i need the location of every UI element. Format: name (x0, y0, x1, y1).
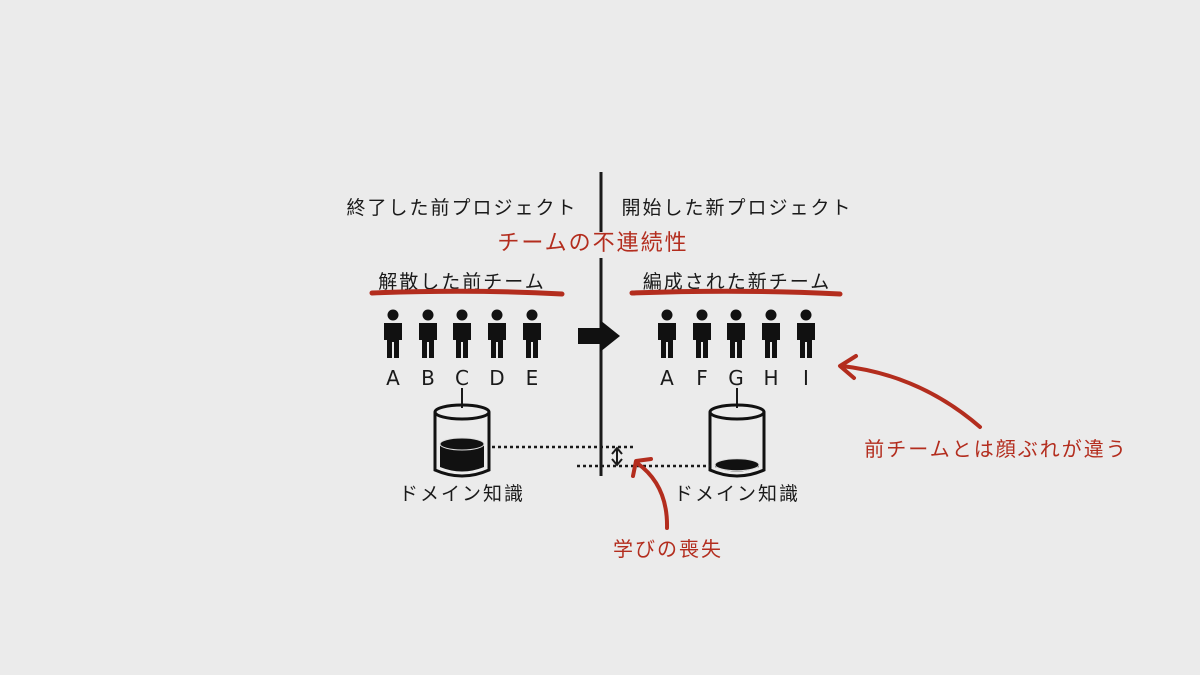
left-knowledge-cylinder-icon (433, 403, 491, 478)
knowledge-containers (433, 403, 766, 478)
loss-arrow-icon (635, 461, 670, 530)
person-icon (453, 309, 471, 358)
member-label: G (728, 366, 744, 390)
member-label: I (803, 366, 809, 390)
faces-arrow-icon (840, 364, 982, 429)
left-team-underline (369, 288, 565, 297)
member-label: H (763, 366, 778, 390)
loss-arrowhead-icon (631, 457, 653, 478)
member-label: B (421, 366, 435, 390)
person-icon (762, 309, 780, 358)
faces-annotation: 前チームとは顔ぶれが違う (864, 437, 1127, 461)
person-icon (384, 309, 402, 358)
gap-double-arrow-icon (611, 446, 623, 467)
left-project-header: 終了した前プロジェクト (346, 197, 577, 219)
left-team-label: 解散した前チーム (378, 271, 545, 293)
member-label: F (696, 366, 708, 390)
person-icon (488, 309, 506, 358)
member-label: E (526, 366, 539, 390)
right-team-underline (629, 288, 843, 297)
right-knowledge-label: ドメイン知識 (674, 483, 800, 505)
right-knowledge-cylinder-icon (708, 403, 766, 478)
diagram-title: チームの不連続性 (497, 231, 688, 256)
faces-arrowhead-icon (838, 354, 858, 380)
left-knowledge-label: ドメイン知識 (399, 483, 525, 505)
person-icon (797, 309, 815, 358)
loss-annotation: 学びの喪失 (613, 537, 723, 561)
right-project-header: 開始した新プロジェクト (621, 197, 852, 219)
member-label: D (489, 366, 504, 390)
person-icon (419, 309, 437, 358)
transition-arrow-icon (578, 320, 620, 352)
person-icon (727, 309, 745, 358)
person-icon (523, 309, 541, 358)
member-label: C (455, 366, 469, 390)
person-icon (693, 309, 711, 358)
right-team-label: 編成された新チーム (643, 271, 831, 293)
person-icon (658, 309, 676, 358)
member-label: A (386, 366, 400, 390)
member-label: A (660, 366, 674, 390)
